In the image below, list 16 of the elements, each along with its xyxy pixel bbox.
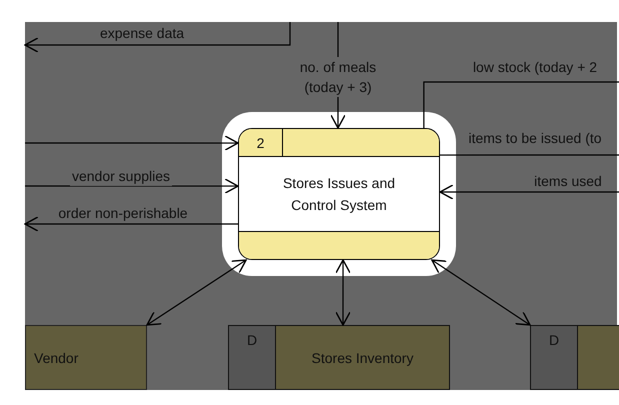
data-store-box — [530, 325, 619, 390]
store-id: D — [228, 325, 276, 390]
data-flow-arrow — [25, 135, 239, 151]
external-entity-box — [25, 325, 147, 390]
entity-name: Vendor — [34, 350, 78, 366]
data-flow-arrow — [431, 259, 531, 326]
process-number: 2 — [239, 129, 283, 156]
data-flow-arrow — [146, 259, 247, 326]
data-flow-arrow — [25, 178, 239, 194]
data-flow-arrow — [24, 216, 238, 232]
data-flow-arrow — [439, 184, 619, 200]
data-flow-arrow — [335, 259, 351, 326]
data-store-box — [228, 325, 450, 390]
process-name: Stores Issues and Control System — [282, 174, 396, 215]
store-name: Stores Inventory — [312, 350, 414, 366]
store-id: D — [530, 325, 578, 390]
